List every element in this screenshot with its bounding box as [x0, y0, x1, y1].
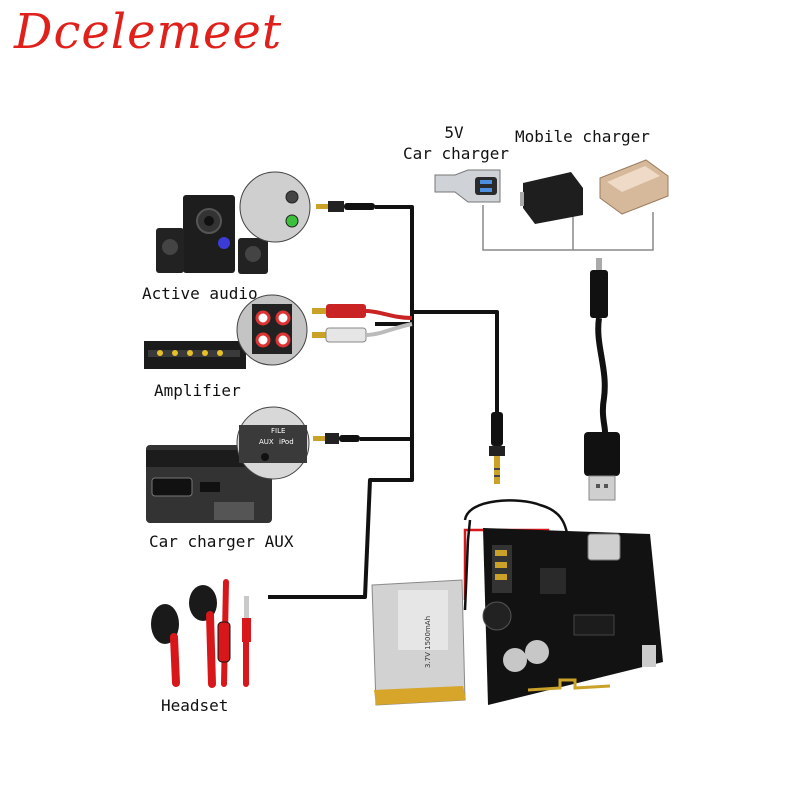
car-charger-device [434, 169, 501, 203]
bluetooth-board: OFF [482, 528, 663, 705]
aux-plug-vertical [489, 412, 505, 484]
board-off-label: OFF [638, 678, 652, 686]
battery-label: 3.7V 1500mAh [424, 616, 432, 668]
label-headset: Headset [161, 696, 229, 715]
usb-cable [584, 258, 620, 501]
aux-plug-mid [313, 433, 360, 444]
label-mobile-charger: Mobile charger [515, 127, 650, 146]
active-audio-speakers [156, 195, 268, 274]
label-car-charger-aux: Car charger AUX [149, 532, 294, 551]
aux-plug-top [316, 201, 375, 212]
aux-panel-ipod-label: iPod [279, 438, 294, 446]
aux-panel-file-label: FILE [271, 427, 285, 435]
rca-port-closeup [236, 294, 308, 366]
aux-panel-aux-label: AUX [259, 438, 274, 446]
label-amplifier: Amplifier [154, 381, 241, 400]
audio-port-closeup [239, 171, 311, 243]
label-active-audio: Active audio [142, 284, 258, 303]
amplifier-device [144, 341, 246, 369]
power-bank-device [599, 159, 669, 215]
lithium-battery: 3.7V 1500mAh [371, 579, 466, 706]
headset-device [151, 579, 251, 688]
aux-panel-closeup: AUX iPod FILE [236, 406, 310, 480]
wall-charger-device [520, 172, 583, 224]
rca-plugs [312, 304, 413, 343]
brand-logo-text: Dcelemeet [14, 4, 283, 60]
audio-cable-network [268, 205, 499, 599]
label-car-charger: Car charger [403, 144, 509, 163]
label-5v: 5V [444, 123, 464, 142]
